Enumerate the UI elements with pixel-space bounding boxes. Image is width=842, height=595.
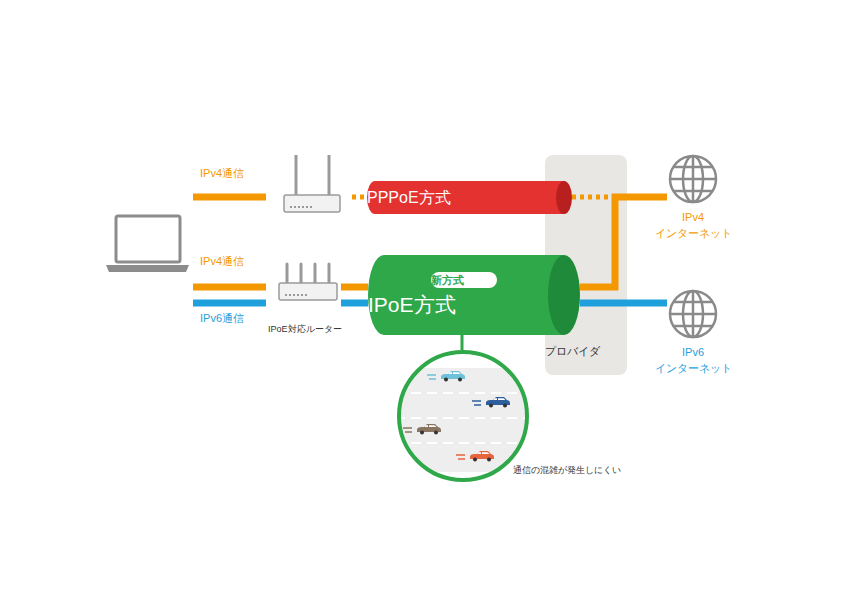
node-text: プロバイダ xyxy=(545,344,600,358)
connector-line xyxy=(580,300,667,307)
router-node: IPoE対応ルーター xyxy=(268,262,348,334)
laptop-icon xyxy=(106,216,189,272)
speed-lines xyxy=(456,455,465,459)
line-label: IPv6通信 xyxy=(200,311,244,325)
node-text: 新方式 xyxy=(431,272,464,288)
globe-icon xyxy=(667,153,719,205)
node-text: IPoE方式 xyxy=(368,291,456,318)
tube-end xyxy=(548,255,580,335)
ipoe-tube: 新方式 IPoE方式 xyxy=(368,255,580,335)
connector-line xyxy=(461,335,464,350)
connector-line xyxy=(580,197,667,287)
globe-lines xyxy=(670,291,716,337)
antenna xyxy=(286,264,289,284)
road-illustration xyxy=(395,350,535,482)
lane-line xyxy=(395,417,535,419)
lane-line xyxy=(395,442,535,444)
router-body xyxy=(284,195,340,212)
tube-body xyxy=(368,255,564,335)
antenna xyxy=(328,264,331,284)
car xyxy=(470,451,494,462)
speed-lines xyxy=(472,401,481,405)
cars xyxy=(403,371,510,462)
tube-end xyxy=(556,181,572,214)
router-leds xyxy=(290,206,312,208)
internet-globe: IPv4 インターネット xyxy=(648,153,738,239)
connector-line xyxy=(341,300,368,307)
node-text: IPv6 インターネット xyxy=(648,344,738,376)
laptop-screen xyxy=(116,216,180,262)
globe-lines xyxy=(670,156,716,202)
line-label: IPv4通信 xyxy=(200,166,244,180)
road-circle-outline xyxy=(397,350,529,482)
antenna xyxy=(300,264,303,284)
antenna xyxy=(314,264,317,284)
new-method-badge: 新方式 xyxy=(431,272,497,288)
router-body xyxy=(279,283,337,300)
line-label: IPv4通信 xyxy=(200,254,244,268)
router-leds xyxy=(285,294,307,296)
lane-line xyxy=(395,392,535,394)
ipv6-line xyxy=(193,300,266,307)
node-text: IPv4 インターネット xyxy=(648,209,738,241)
pppoe-dotted-line xyxy=(352,195,367,200)
car xyxy=(441,371,465,382)
router-icon xyxy=(284,155,340,212)
pppoe-tube: PPPoE方式 xyxy=(367,181,572,214)
antenna xyxy=(328,155,331,196)
ipv4-line xyxy=(193,284,266,291)
node-text: PPPoE方式 xyxy=(367,181,451,214)
laptop-base xyxy=(106,265,189,272)
road-circle: 通信の混雑が発生しにくい xyxy=(397,350,529,482)
speed-lines xyxy=(427,375,436,379)
ipv4-line xyxy=(193,194,266,201)
car xyxy=(417,424,441,435)
connector-line xyxy=(341,284,368,291)
node-text: 通信の混雑が発生しにくい xyxy=(513,465,621,476)
car xyxy=(486,397,510,408)
laptop-lines xyxy=(193,197,266,303)
antenna xyxy=(295,155,298,196)
tube-body xyxy=(367,181,564,214)
circle-outline xyxy=(399,352,527,480)
router-icon xyxy=(275,262,341,306)
internet-globe: IPv6 インターネット xyxy=(648,288,738,374)
speed-lines xyxy=(403,428,412,432)
globe-icon xyxy=(667,288,719,340)
node-text: IPoE対応ルーター xyxy=(268,324,342,335)
